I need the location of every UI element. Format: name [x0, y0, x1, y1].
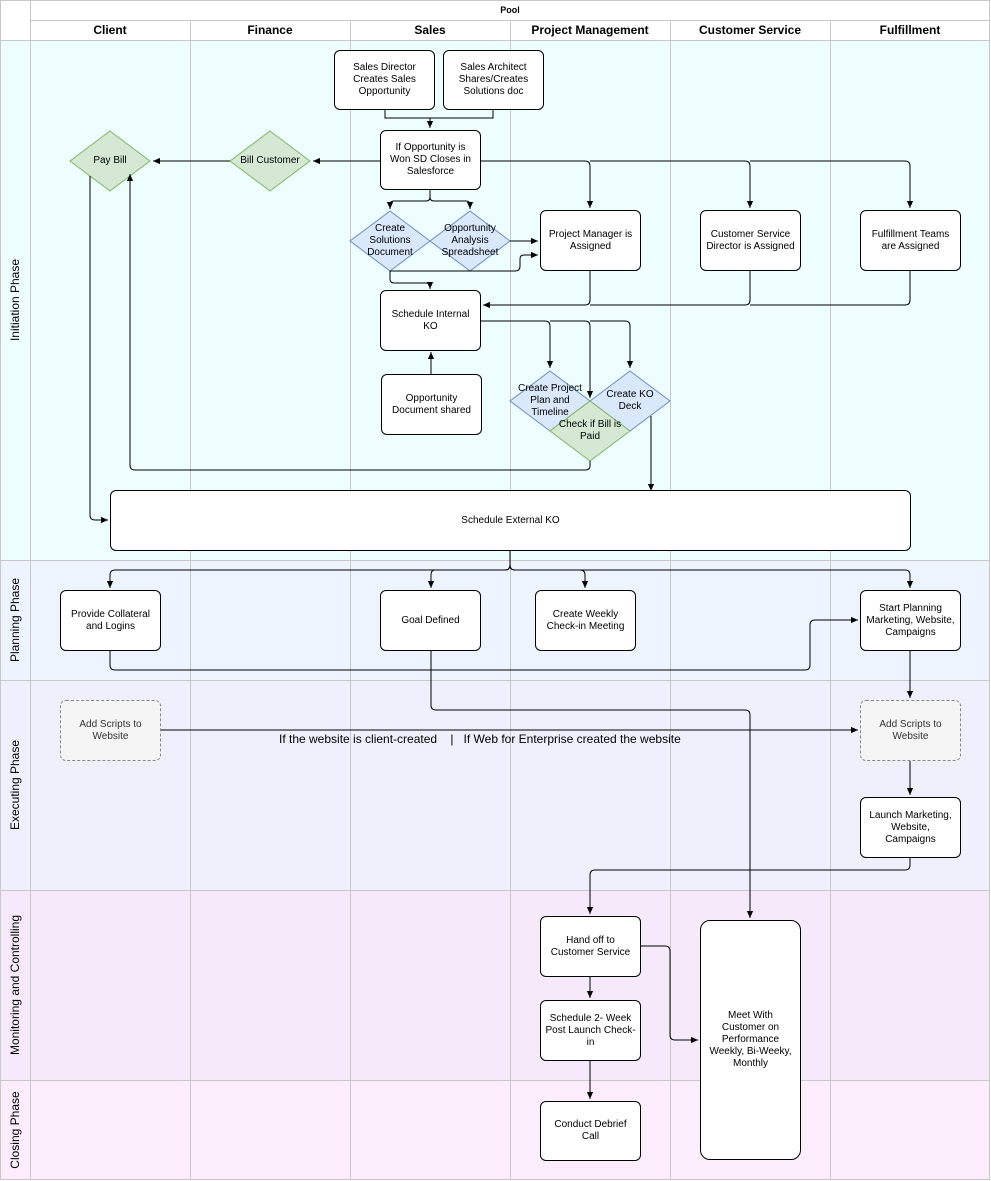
add-scripts-fulfillment-node[interactable]: Add Scripts to Website [860, 700, 961, 761]
provide-collateral-node[interactable]: Provide Collateral and Logins [60, 590, 161, 651]
pay-bill-label: Pay Bill [93, 155, 127, 166]
lane-header-project-management: Project Management [531, 23, 649, 37]
create-solutions-label: Create Solutions Document [367, 223, 413, 258]
phase-label-monitoring: Monitoring and Controlling [8, 914, 22, 1056]
phase-band-closing [0, 1080, 990, 1180]
website-creation-edge-label: If the website is client-created | If We… [279, 732, 681, 746]
create-project-plan-label: Create Project Plan and Timeline [518, 383, 582, 418]
weekly-checkin-node[interactable]: Create Weekly Check-in Meeting [535, 590, 636, 651]
sales-architect-node[interactable]: Sales Architect Shares/Creates Solutions… [443, 50, 544, 110]
bill-customer-label: Bill Customer [240, 155, 300, 166]
goal-defined-node[interactable]: Goal Defined [380, 590, 481, 651]
lane-header-finance: Finance [247, 23, 293, 37]
start-planning-node[interactable]: Start Planning Marketing, Website, Campa… [860, 590, 961, 651]
hand-off-node[interactable]: Hand off to Customer Service [540, 916, 641, 977]
pool-title: Pool [500, 5, 520, 15]
schedule-external-ko-node[interactable]: Schedule External KO [110, 490, 911, 551]
connectors [89, 110, 914, 1099]
lane-header-fulfillment: Fulfillment [879, 23, 941, 37]
add-scripts-client-node[interactable]: Add Scripts to Website [60, 700, 161, 761]
phase-band-executing [0, 680, 990, 890]
debrief-call-node[interactable]: Conduct Debrief Call [540, 1101, 641, 1161]
phase-label-initiation: Initiation Phase [8, 258, 22, 342]
phase-label-planning: Planning Phase [8, 577, 22, 663]
lane-header-client: Client [93, 23, 127, 37]
pm-assigned-node[interactable]: Project Manager is Assigned [540, 210, 641, 271]
schedule-internal-ko-node[interactable]: Schedule Internal KO [380, 290, 481, 351]
phase-label-executing: Executing Phase [8, 739, 22, 831]
meet-customer-node[interactable]: Meet With Customer on Performance Weekly… [700, 920, 801, 1160]
fulfillment-assigned-node[interactable]: Fulfillment Teams are Assigned [860, 210, 961, 271]
opportunity-analysis-label: Opportunity Analysis Spreadsheet [441, 223, 499, 258]
phase-band-monitoring [0, 890, 990, 1080]
lane-header-customer-service: Customer Service [698, 23, 802, 37]
cs-assigned-node[interactable]: Customer Service Director is Assigned [700, 210, 801, 271]
sales-director-node[interactable]: Sales Director Creates Sales Opportunity [334, 50, 435, 110]
opportunity-won-node[interactable]: If Opportunity is Won SD Closes in Sales… [380, 130, 481, 190]
create-ko-deck-label: Create KO Deck [606, 389, 654, 412]
lane-header-sales: Sales [414, 23, 446, 37]
schedule-2week-node[interactable]: Schedule 2- Week Post Launch Check-in [540, 1000, 641, 1061]
bill-customer-diamond[interactable] [229, 130, 311, 192]
check-bill-paid-label: Check if Bill is Paid [558, 419, 622, 442]
phase-band-initiation [0, 40, 990, 560]
launch-marketing-node[interactable]: Launch Marketing, Website, Campaigns [860, 797, 961, 858]
opportunity-doc-shared-node[interactable]: Opportunity Document shared [381, 374, 482, 435]
phase-label-closing: Closing Phase [8, 1091, 22, 1169]
